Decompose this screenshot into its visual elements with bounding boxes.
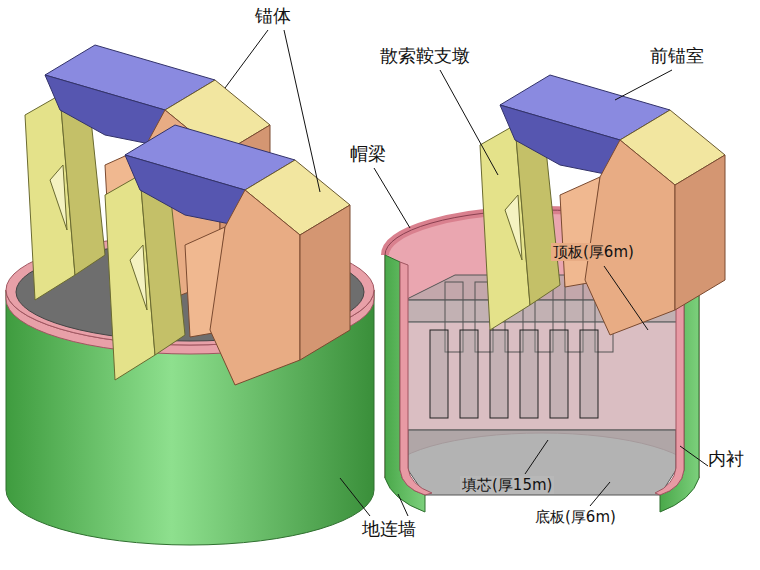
part-label: 内衬 xyxy=(708,448,744,470)
part-label: 顶板(厚6m) xyxy=(551,243,636,261)
part-label: 底板(厚6m) xyxy=(535,508,616,526)
part-label: 填芯(厚15m) xyxy=(460,476,554,494)
part-label: 地连墙 xyxy=(362,518,416,540)
part-label: 锚体 xyxy=(255,5,291,27)
part-label: 前锚室 xyxy=(650,45,704,67)
part-label: 散索鞍支墩 xyxy=(380,45,470,67)
part-label: 帽梁 xyxy=(350,143,386,165)
